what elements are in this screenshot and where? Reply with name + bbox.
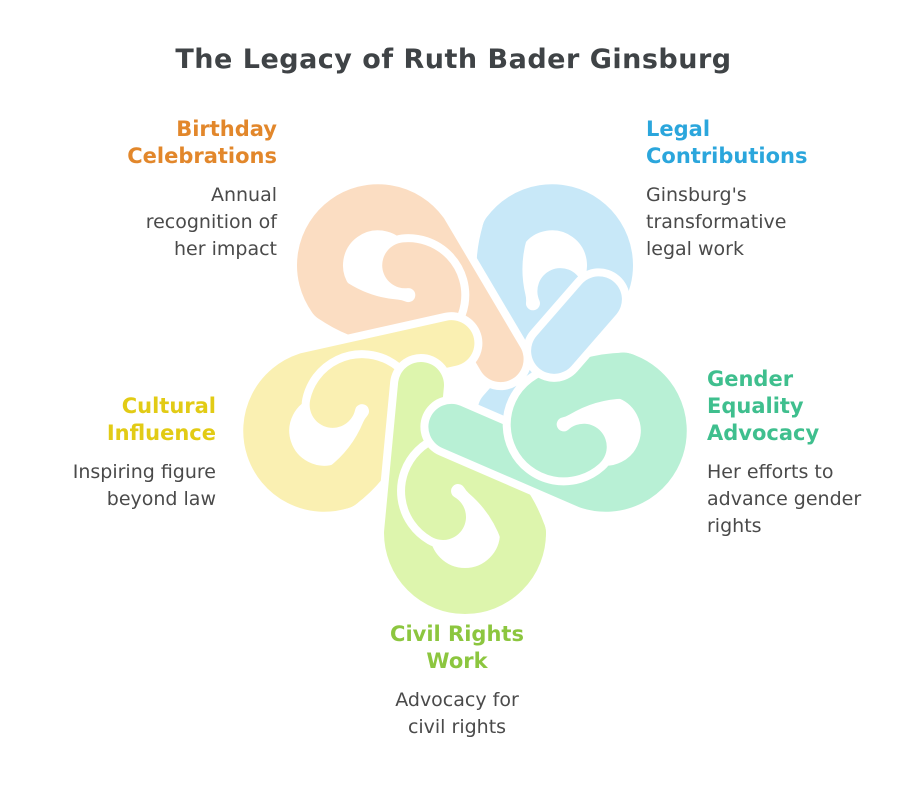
topic-civil-rights-work: Civil Rights Work Advocacy for civil rig… [307, 621, 607, 741]
topic-birthday-celebrations: Birthday Celebrations Annual recognition… [17, 116, 277, 263]
loop-gender-equality-advocacy [420, 344, 695, 520]
topic-title: Cultural Influence [106, 394, 216, 445]
topic-legal-contributions: Legal Contributions Ginsburg's transform… [646, 116, 886, 263]
topic-title: Civil Rights Work [390, 622, 524, 673]
topic-cultural-influence: Cultural Influence Inspiring figure beyo… [6, 393, 216, 513]
topic-description: Inspiring figure beyond law [72, 461, 216, 510]
topic-description: Annual recognition of her impact [145, 184, 277, 260]
loop-legal-weave-patch [523, 268, 630, 382]
topic-description: Her efforts to advance gender rights [707, 461, 862, 537]
topic-title: Birthday Celebrations [127, 117, 277, 168]
topic-description: Advocacy for civil rights [395, 689, 519, 738]
page-title: The Legacy of Ruth Bader Ginsburg [175, 44, 732, 75]
topic-gender-equality-advocacy: Gender Equality Advocacy Her efforts to … [707, 366, 902, 540]
topic-title: Legal Contributions [646, 117, 808, 168]
topic-description: Ginsburg's transformative legal work [646, 184, 787, 260]
topic-title: Gender Equality Advocacy [707, 367, 820, 445]
